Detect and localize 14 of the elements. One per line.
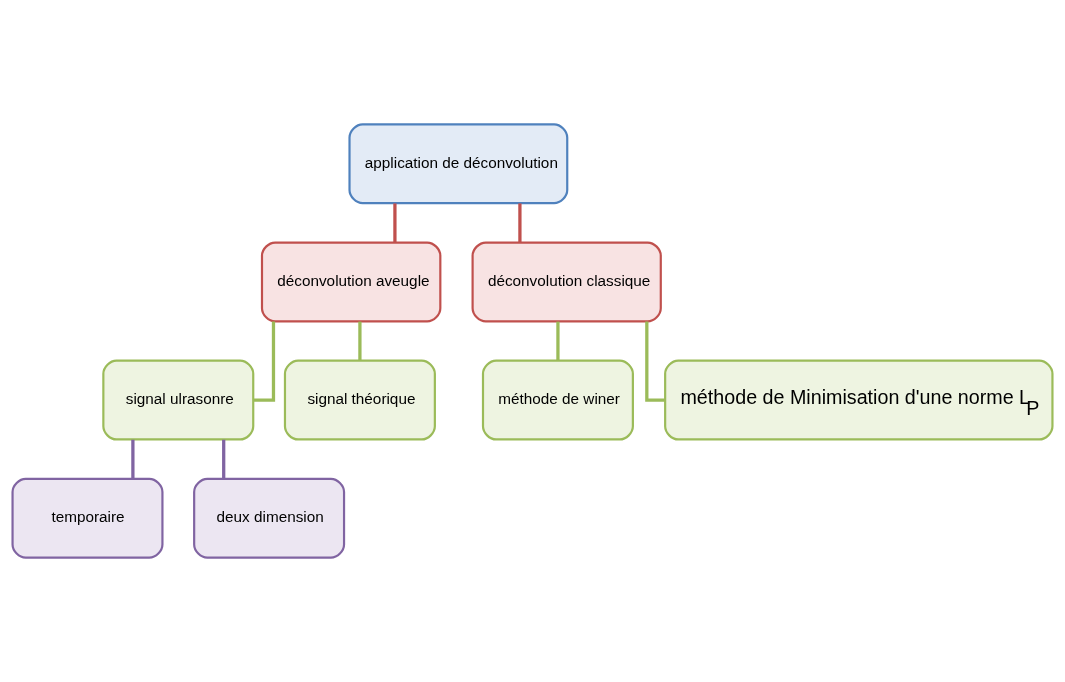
node-box: déconvolution aveugle xyxy=(260,241,442,323)
connector xyxy=(358,321,362,361)
connector xyxy=(556,321,560,361)
connector xyxy=(518,203,522,243)
node-box: signal théorique xyxy=(283,359,436,441)
node-box: méthode de winer xyxy=(481,359,634,441)
connector xyxy=(393,203,397,243)
node-box: signal ulrasonre xyxy=(102,359,255,441)
node-box: déconvolution classique xyxy=(471,241,662,323)
node-box: application de déconvolution xyxy=(348,123,569,205)
connector xyxy=(222,439,226,479)
connector xyxy=(131,439,135,479)
node-box: deux dimension xyxy=(193,477,346,559)
node-box: temporaire xyxy=(11,477,164,559)
